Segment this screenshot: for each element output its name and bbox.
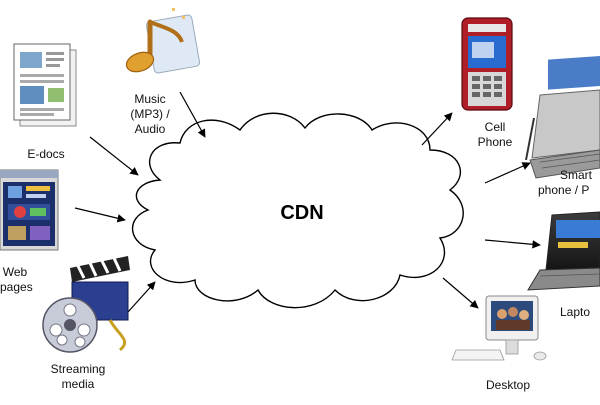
- streaming-label-line: media: [61, 377, 95, 391]
- arrow-streaming: [127, 281, 156, 313]
- desktop-icon: [451, 295, 547, 361]
- web-label-line: Web: [2, 265, 28, 279]
- music-label-line: Music: [134, 92, 166, 106]
- laptop-label-text: Lapto: [560, 305, 591, 319]
- desktop-label: Desktop: [474, 378, 542, 393]
- streaming-label: Streaming media: [40, 362, 116, 392]
- web-page-icon: [0, 169, 59, 251]
- smartphone-label-line: Smart: [560, 168, 593, 182]
- cell-phone-icon: [461, 17, 513, 111]
- music-label-line: Audio: [134, 122, 166, 136]
- desktop-label-text: Desktop: [485, 378, 531, 392]
- arrow-edocs: [89, 136, 139, 176]
- edocs-label: E-docs: [20, 147, 72, 162]
- arrow-web: [74, 207, 126, 223]
- smartphone-label: Smart phone / P: [538, 168, 600, 198]
- edocs-label-text: E-docs: [27, 147, 65, 161]
- film-reel-icon: [42, 256, 130, 353]
- arrow-desktop: [442, 277, 479, 309]
- streaming-label-line: Streaming: [50, 362, 106, 376]
- music-label: Music (MP3) / Audio: [122, 92, 178, 137]
- arrow-music: [179, 91, 206, 138]
- smartphone-icon: [525, 56, 600, 179]
- arrow-smart: [484, 162, 531, 184]
- web-label-line: pages: [0, 280, 33, 294]
- music-label-line: (MP3) /: [130, 107, 170, 121]
- cell-phone-label: Cell Phone: [470, 120, 520, 150]
- smartphone-label-line: phone / P: [538, 183, 590, 197]
- music-note-icon: [125, 8, 201, 74]
- laptop-label: Lapto: [560, 305, 600, 320]
- document-icon: [13, 43, 77, 127]
- web-label: Web pages: [0, 265, 33, 295]
- cdn-label: CDN: [280, 202, 324, 224]
- cell-phone-label-line: Cell: [484, 120, 506, 134]
- arrow-laptop: [484, 239, 541, 249]
- cell-phone-label-line: Phone: [477, 135, 513, 149]
- laptop-icon: [527, 211, 600, 291]
- cdn-cloud: [131, 112, 464, 309]
- arrow-cell: [421, 112, 453, 146]
